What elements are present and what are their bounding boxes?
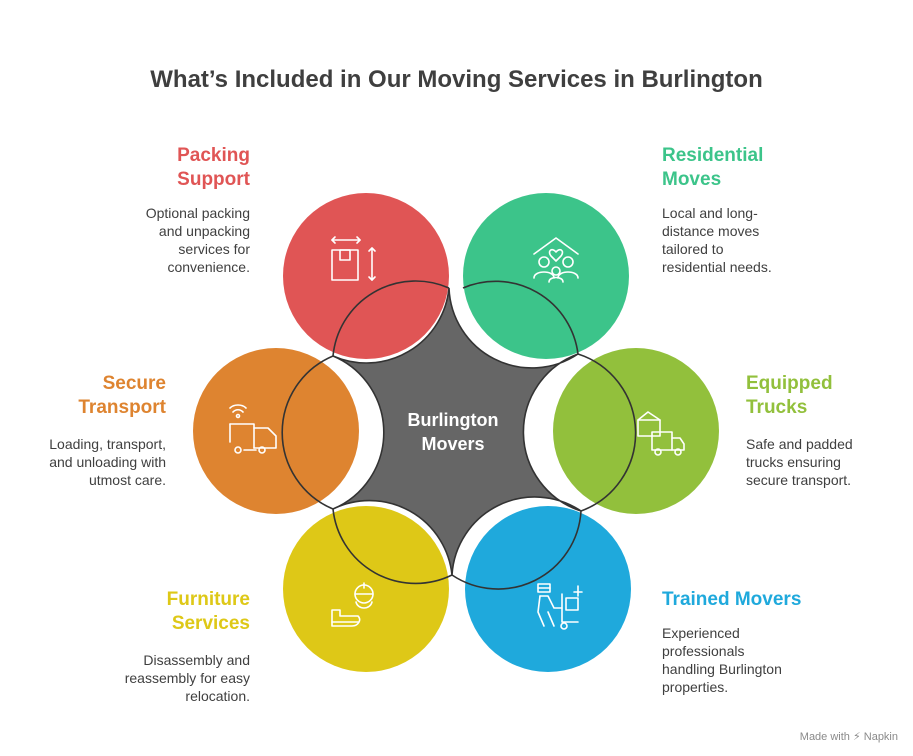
tracked-truck-icon: [229, 404, 277, 454]
petal-trained-movers: [465, 506, 631, 672]
page-title: What’s Included in Our Moving Services i…: [150, 66, 763, 93]
desc-equipped-trucks: Safe and padded trucks ensuring secure t…: [746, 436, 853, 488]
desc-residential-moves: Local and long- distance moves tailored …: [662, 205, 772, 275]
mover-dolly-icon: [537, 583, 583, 630]
overlap-arc: [281, 355, 334, 510]
worker-furniture-icon: [331, 582, 374, 627]
heading-trained-movers: Trained Movers: [662, 589, 802, 610]
petal-packing-support: [283, 193, 449, 359]
desc-furniture-services: Disassembly and reassembly for easy relo…: [124, 652, 250, 704]
heading-furniture-services: Furniture Services: [166, 589, 250, 634]
overlap-arc: [577, 353, 637, 512]
heading-equipped-trucks: Equipped Trucks: [746, 373, 833, 418]
family-home-icon: [533, 237, 579, 283]
overlap-arc: [332, 508, 453, 585]
box-truck-icon: [637, 411, 685, 456]
box-icon: [331, 236, 376, 281]
petal-secure-transport: [193, 348, 359, 514]
heading-residential-moves: Residential Moves: [662, 145, 764, 190]
heading-packing-support: Packing Support: [177, 145, 250, 190]
petal-residential-moves: [463, 193, 629, 359]
desc-trained-movers: Experienced professionals handling Burli…: [662, 625, 782, 695]
heading-secure-transport: Secure Transport: [78, 373, 166, 418]
desc-secure-transport: Loading, transport, and unloading with u…: [49, 436, 166, 488]
desc-packing-support: Optional packing and unpacking services …: [145, 205, 250, 275]
overlap-arc: [332, 280, 450, 357]
center-label: Burlington Movers: [407, 410, 499, 454]
center-hub: [332, 287, 582, 576]
petal-furniture-services: [283, 506, 449, 672]
overlap-arc: [462, 280, 579, 355]
napkin-watermark: Made with ⚡ Napkin: [799, 731, 898, 743]
overlap-arc: [451, 510, 582, 590]
